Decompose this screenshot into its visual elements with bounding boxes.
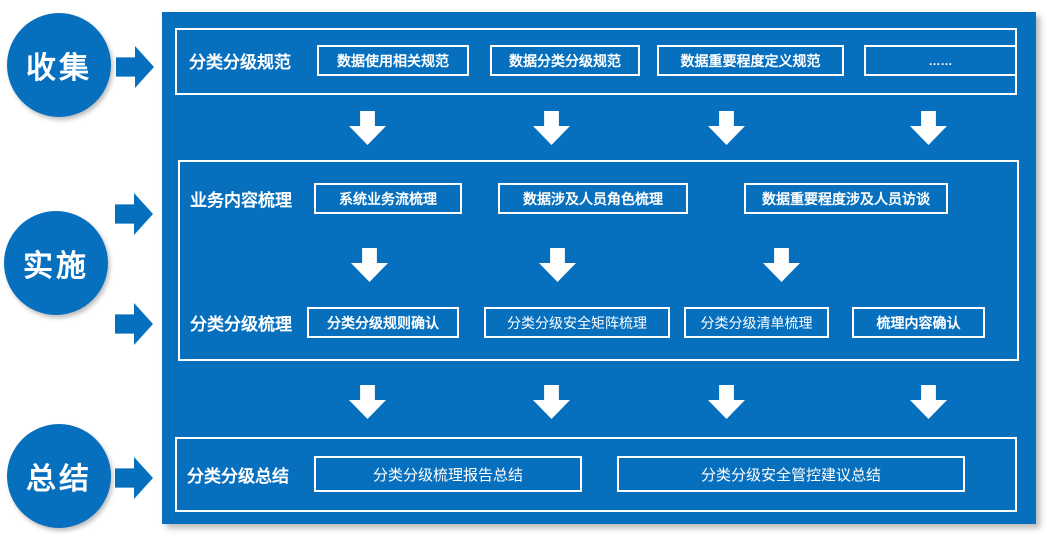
- sorting-label: 分类分级梳理: [190, 315, 292, 334]
- down-arrow-icon: [708, 385, 745, 419]
- down-arrow-icon: [349, 111, 386, 145]
- business-box: 系统业务流梳理: [314, 183, 462, 214]
- sorting-box: 梳理内容确认: [852, 307, 985, 338]
- summary-label: 分类分级总结: [187, 466, 289, 486]
- down-arrow-icon: [910, 111, 947, 145]
- section-spec: 分类分级规范 数据使用相关规范 数据分类分级规范 数据重要程度定义规范 ……: [175, 28, 1017, 95]
- down-arrow-icon: [708, 111, 745, 145]
- stage-circle-collect: 收集: [7, 13, 111, 117]
- down-arrow-icon: [349, 385, 386, 419]
- sorting-box: 分类分级安全矩阵梳理: [484, 307, 670, 338]
- business-box: 数据重要程度涉及人员访谈: [744, 183, 948, 214]
- section-mid: 业务内容梳理 系统业务流梳理 数据涉及人员角色梳理 数据重要程度涉及人员访谈 分…: [178, 160, 1019, 361]
- stage-label-collect: 收集: [26, 52, 92, 85]
- right-arrow-icon: [115, 457, 153, 499]
- section-summary: 分类分级总结 分类分级梳理报告总结 分类分级安全管控建议总结: [175, 437, 1017, 512]
- summary-box: 分类分级梳理报告总结: [314, 456, 582, 492]
- business-label: 业务内容梳理: [190, 191, 292, 210]
- stage-label-implement: 实施: [23, 250, 89, 283]
- business-box: 数据涉及人员角色梳理: [498, 183, 688, 214]
- flow-panel: 分类分级规范 数据使用相关规范 数据分类分级规范 数据重要程度定义规范 …… 业…: [162, 12, 1036, 524]
- right-arrow-icon: [115, 303, 153, 345]
- stage-circle-implement: 实施: [4, 211, 108, 315]
- right-arrow-icon: [115, 193, 153, 235]
- down-arrow-icon: [533, 111, 570, 145]
- down-arrow-icon: [351, 248, 388, 282]
- down-arrow-icon: [533, 385, 570, 419]
- stage-circle-summarize: 总结: [7, 424, 111, 528]
- spec-box: 数据重要程度定义规范: [657, 45, 844, 76]
- spec-label: 分类分级规范: [189, 53, 291, 72]
- down-arrow-icon: [910, 385, 947, 419]
- sorting-box: 分类分级清单梳理: [684, 307, 829, 338]
- right-arrow-icon: [116, 46, 154, 88]
- down-arrow-icon: [763, 248, 800, 282]
- spec-box-more: ……: [864, 45, 1017, 76]
- sorting-box: 分类分级规则确认: [307, 307, 459, 338]
- spec-box: 数据使用相关规范: [317, 45, 469, 76]
- summary-box: 分类分级安全管控建议总结: [617, 456, 965, 492]
- spec-box: 数据分类分级规范: [490, 45, 640, 76]
- down-arrow-icon: [539, 248, 576, 282]
- stage-label-summarize: 总结: [26, 463, 92, 496]
